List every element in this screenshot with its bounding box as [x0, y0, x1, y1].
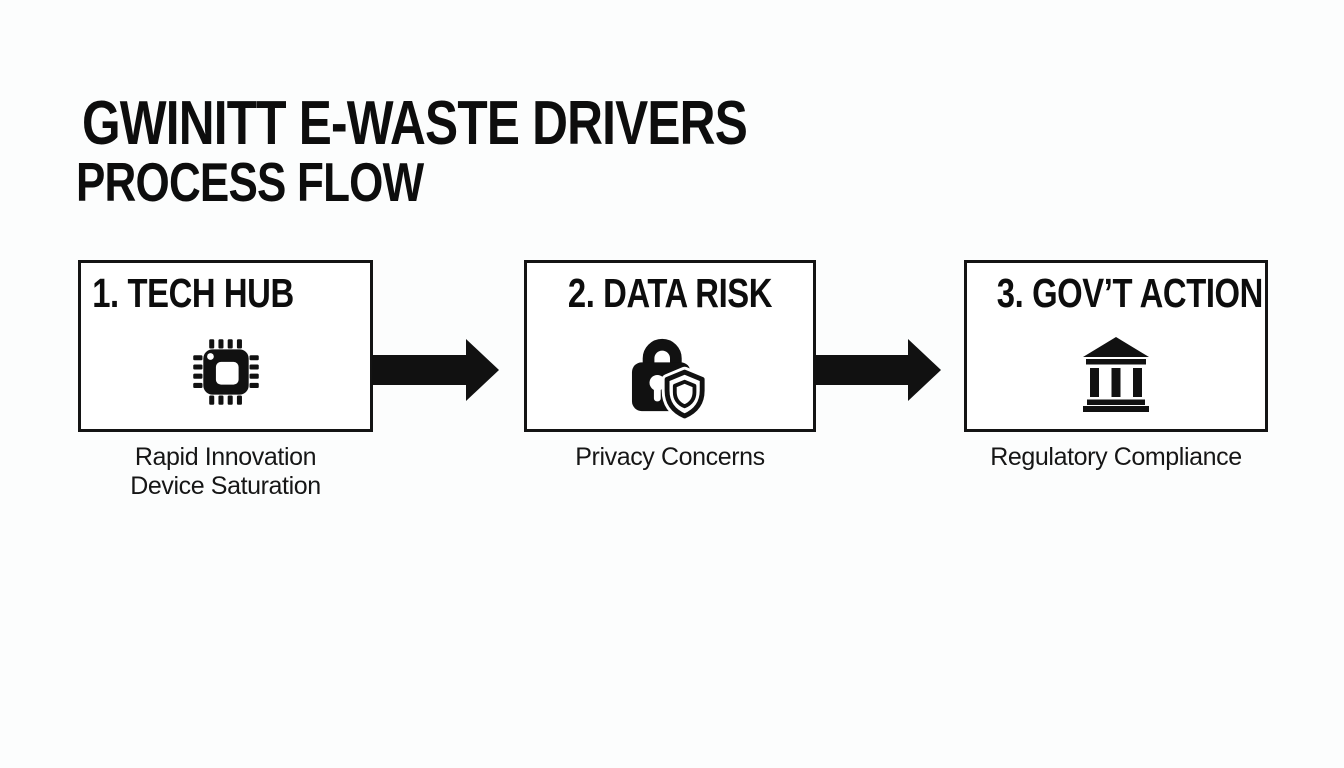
page-title-line-2: PROCESS FLOW — [76, 151, 424, 213]
step-heading: 3. GOV’T ACTION — [996, 270, 1264, 316]
caption-line: Rapid Innovation — [134, 443, 317, 471]
government-building-icon — [1083, 337, 1149, 413]
caption-line: Device Saturation — [130, 472, 321, 500]
flow-step-data-risk: 2. DATA RISK — [524, 260, 816, 432]
step-heading: 1. TECH HUB — [92, 270, 294, 316]
step-caption: Privacy Concerns — [524, 443, 816, 472]
caption-line: Privacy Concerns — [575, 443, 765, 471]
flow-step-tech-hub: 1. TECH HUB — [78, 260, 373, 432]
flow-arrow-icon — [814, 339, 941, 401]
lock-shield-icon — [631, 339, 708, 422]
step-heading: 2. DATA RISK — [567, 270, 773, 316]
step-caption: Rapid Innovation Device Saturation — [78, 443, 373, 501]
caption-line: Regulatory Compliance — [990, 443, 1242, 471]
microchip-icon — [192, 339, 259, 405]
step-caption: Regulatory Compliance — [964, 443, 1268, 472]
flow-step-govt-action: 3. GOV’T ACTION — [964, 260, 1268, 432]
flow-arrow-icon — [372, 339, 499, 401]
page-title-line-1: GWINITT E-WASTE DRIVERS — [82, 89, 748, 158]
